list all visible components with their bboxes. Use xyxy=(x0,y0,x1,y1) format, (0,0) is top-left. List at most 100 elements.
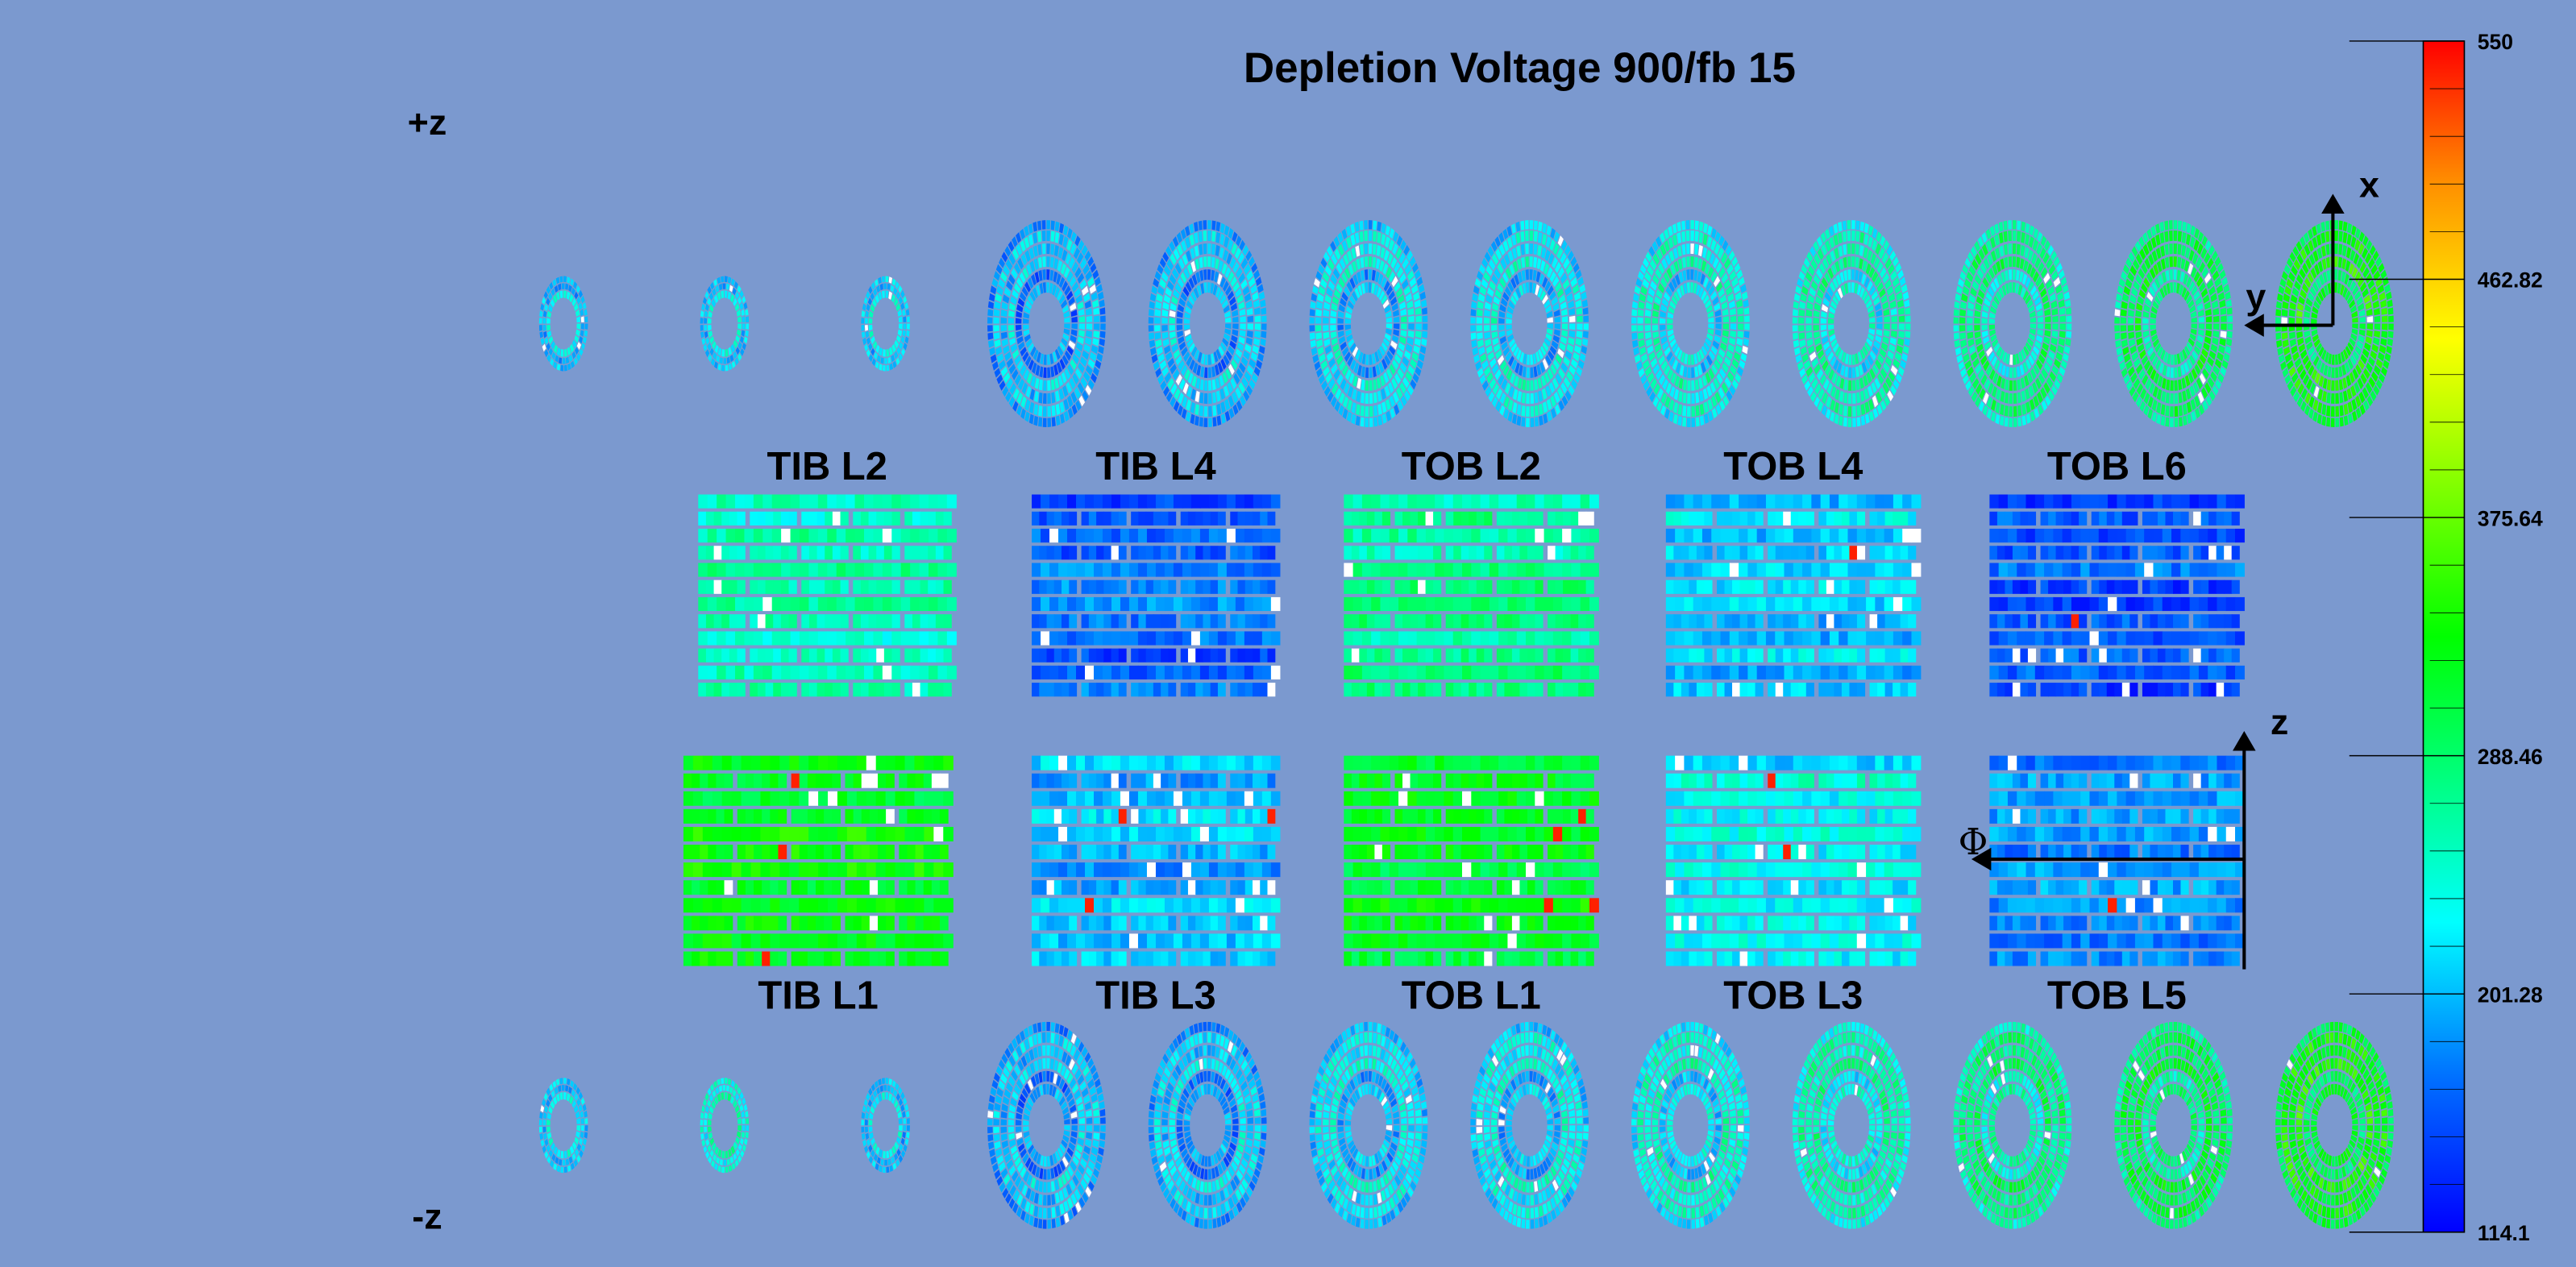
disc-module xyxy=(702,1099,707,1107)
disc-module xyxy=(1050,1181,1055,1192)
disc-module xyxy=(2160,258,2166,270)
disc-module xyxy=(904,1138,909,1146)
disc-module xyxy=(1161,1133,1169,1141)
disc-module xyxy=(1001,301,1008,310)
disc-module xyxy=(1414,299,1421,308)
disc-module xyxy=(891,1156,895,1164)
disc-module xyxy=(1064,323,1070,330)
disc-module xyxy=(1089,284,1096,294)
disc-module xyxy=(1871,381,1877,394)
disc-module xyxy=(1164,264,1171,276)
disc-module xyxy=(1199,1045,1203,1057)
disc-module xyxy=(1167,357,1174,368)
disc-module xyxy=(1967,317,1973,324)
disc-module xyxy=(1668,226,1673,237)
disc-module xyxy=(1312,354,1319,363)
disc-module xyxy=(1333,289,1341,299)
disc-module xyxy=(1551,340,1559,350)
disc-module xyxy=(1669,385,1676,398)
disc-module xyxy=(1066,271,1074,283)
disc-module xyxy=(1819,262,1826,275)
disc-module xyxy=(2177,243,2182,255)
disc-module xyxy=(1652,253,1660,265)
disc-module xyxy=(1415,315,1422,322)
disc-module xyxy=(1549,239,1556,251)
disc-module xyxy=(1345,236,1352,249)
disc-module xyxy=(1568,364,1576,376)
disc-module xyxy=(1330,240,1336,252)
disc-module xyxy=(1203,1182,1208,1193)
disc-module xyxy=(1009,337,1016,347)
disc-module xyxy=(1047,1156,1051,1167)
disc-module xyxy=(1380,375,1386,387)
disc-module xyxy=(1489,280,1496,291)
disc-module xyxy=(1025,385,1032,398)
disc-module xyxy=(1847,393,1852,405)
disc-module xyxy=(1865,263,1872,276)
disc-module xyxy=(1010,343,1018,353)
disc-module xyxy=(1556,247,1564,260)
disc-module xyxy=(1524,220,1529,230)
disc-module xyxy=(1563,356,1570,368)
disc-module xyxy=(2021,348,2027,360)
disc-module xyxy=(1028,413,1034,425)
disc-module xyxy=(582,301,587,310)
disc-module xyxy=(2164,231,2169,243)
disc-module xyxy=(1344,1126,1352,1132)
disc-module xyxy=(1203,1207,1208,1219)
disc-module xyxy=(1487,351,1495,362)
disc-module xyxy=(1245,1102,1253,1111)
disc-module xyxy=(1399,301,1406,310)
disc-module xyxy=(2156,401,2162,414)
disc-module xyxy=(1199,1207,1204,1219)
disc-module xyxy=(1336,355,1344,366)
disc-module xyxy=(1207,256,1211,268)
disc-module xyxy=(1813,309,1820,318)
disc-module xyxy=(1082,264,1090,276)
disc-module xyxy=(1240,1125,1246,1132)
disc-module xyxy=(1003,372,1011,384)
disc-module xyxy=(1711,395,1718,408)
disc-module xyxy=(2197,309,2204,317)
disc-module xyxy=(1838,232,1843,244)
disc-module xyxy=(1533,231,1539,243)
disc-module xyxy=(1736,299,1743,308)
disc-module xyxy=(1389,395,1395,408)
disc-module xyxy=(1718,387,1725,400)
disc-module xyxy=(1530,417,1535,427)
disc-module xyxy=(1379,345,1386,357)
disc-module xyxy=(1240,395,1246,407)
disc-module xyxy=(1191,375,1197,388)
disc-module xyxy=(1097,291,1104,301)
disc-module xyxy=(1827,267,1834,280)
disc-module xyxy=(1798,309,1805,317)
disc-module xyxy=(2160,415,2166,426)
disc-module xyxy=(1165,391,1173,403)
disc-module xyxy=(2020,377,2025,389)
disc-module xyxy=(874,1080,879,1088)
disc-module xyxy=(1568,323,1576,330)
disc-module xyxy=(713,294,719,304)
disc-module xyxy=(1896,345,1903,355)
disc-module xyxy=(1635,278,1643,288)
disc-module xyxy=(1369,1182,1373,1193)
disc-module xyxy=(555,355,559,363)
disc-module xyxy=(992,361,999,371)
disc-module xyxy=(567,276,571,284)
disc-module xyxy=(1244,343,1252,353)
disc-module xyxy=(2016,243,2021,255)
disc-module xyxy=(1840,285,1846,297)
disc-module xyxy=(870,281,875,290)
disc-module xyxy=(1381,1035,1386,1048)
disc-module xyxy=(1341,364,1348,376)
disc-module xyxy=(1050,243,1055,255)
disc-module xyxy=(1533,366,1538,378)
disc-module xyxy=(1261,323,1267,330)
disc-module xyxy=(1544,299,1551,309)
disc-module xyxy=(868,1119,873,1126)
disc-module xyxy=(705,1139,710,1147)
disc-module xyxy=(1223,384,1230,397)
disc-module xyxy=(1082,285,1089,296)
disc-module xyxy=(1246,308,1253,316)
disc-module xyxy=(1967,331,1974,339)
